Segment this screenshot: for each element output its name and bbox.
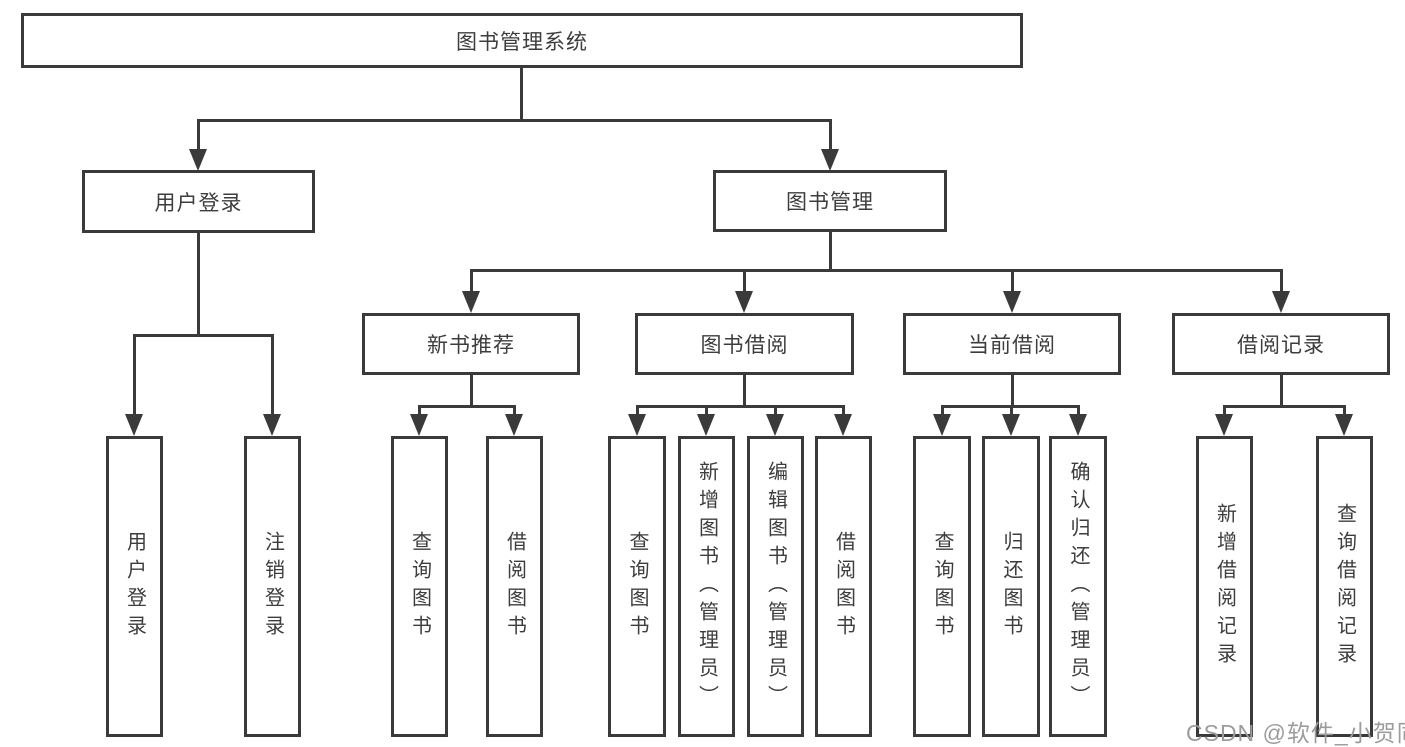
connector-line — [133, 334, 274, 337]
arrow-down-icon — [1003, 291, 1021, 313]
node-book-management: 图书管理 — [713, 170, 947, 232]
node-label: 编辑图书（管理员） — [764, 460, 787, 713]
leaf-cb-confirm-return-admin: 确认归还（管理员） — [1049, 436, 1107, 737]
arrow-down-icon — [410, 414, 428, 436]
connector-line — [1280, 375, 1283, 408]
node-book-borrow: 图书借阅 — [635, 313, 854, 375]
arrow-down-icon — [1069, 414, 1087, 436]
arrow-down-icon — [505, 414, 523, 436]
connector-line — [197, 119, 200, 152]
connector-line — [1280, 269, 1283, 295]
watermark: CSDN @软件_小贺同学 — [1186, 720, 1405, 746]
node-label: 新增借阅记录 — [1213, 502, 1236, 671]
node-label: 用户登录 — [154, 191, 243, 215]
leaf-br-add-record: 新增借阅记录 — [1196, 436, 1253, 737]
leaf-user-login: 用户登录 — [106, 436, 163, 737]
arrow-down-icon — [821, 149, 839, 171]
connector-line — [513, 405, 516, 417]
connector-line — [1077, 405, 1080, 417]
node-new-book-recommend: 新书推荐 — [362, 313, 580, 375]
leaf-br-query-record: 查询借阅记录 — [1316, 436, 1373, 737]
arrow-down-icon — [834, 414, 852, 436]
node-label: 查询图书 — [626, 530, 648, 643]
node-borrow-records: 借阅记录 — [1172, 313, 1390, 375]
connector-line — [133, 334, 136, 418]
arrow-down-icon — [1272, 291, 1290, 313]
arrow-down-icon — [628, 414, 646, 436]
leaf-bb-query-books: 查询图书 — [608, 436, 666, 737]
leaf-nbr-query-books: 查询图书 — [391, 436, 448, 737]
connector-line — [1011, 269, 1014, 295]
node-label: 查询图书 — [408, 530, 431, 643]
connector-line — [829, 232, 832, 272]
connector-line — [1010, 405, 1013, 417]
node-label: 确认归还（管理员） — [1067, 460, 1089, 713]
connector-line — [636, 405, 845, 408]
node-label: 图书管理 — [786, 191, 874, 214]
leaf-bb-edit-books-admin: 编辑图书（管理员） — [747, 436, 804, 737]
arrow-down-icon — [1335, 414, 1353, 436]
arrow-down-icon — [189, 149, 207, 171]
node-label: 借阅图书 — [832, 530, 855, 643]
arrow-down-icon — [735, 291, 753, 313]
node-current-borrow: 当前借阅 — [903, 313, 1121, 375]
arrow-down-icon — [1215, 414, 1233, 436]
node-label: 新书推荐 — [427, 334, 515, 357]
connector-line — [520, 66, 523, 120]
node-label: 借阅图书 — [503, 530, 526, 643]
connector-line — [1223, 405, 1346, 408]
connector-line — [197, 233, 200, 337]
arrow-down-icon — [766, 414, 784, 436]
connector-line — [636, 405, 639, 417]
node-label: 查询借阅记录 — [1333, 502, 1356, 671]
connector-line — [418, 405, 421, 417]
connector-line — [197, 119, 832, 122]
connector-line — [1011, 375, 1014, 408]
node-user-login: 用户登录 — [82, 170, 315, 233]
connector-line — [774, 405, 777, 417]
leaf-nbr-borrow-books: 借阅图书 — [486, 436, 543, 737]
node-label: 图书管理系统 — [456, 30, 588, 54]
node-label: 借阅记录 — [1237, 334, 1325, 357]
node-label: 用户登录 — [123, 530, 146, 643]
node-label: 注销登录 — [261, 530, 284, 643]
arrow-down-icon — [933, 414, 951, 436]
connector-line — [1223, 405, 1226, 417]
arrow-down-icon — [1002, 414, 1020, 436]
connector-line — [271, 334, 274, 418]
connector-line — [743, 375, 746, 408]
leaf-cb-query-books: 查询图书 — [913, 436, 971, 737]
leaf-bb-borrow-books: 借阅图书 — [815, 436, 872, 737]
arrow-down-icon — [462, 291, 480, 313]
arrow-down-icon — [697, 414, 715, 436]
node-label: 归还图书 — [1000, 530, 1022, 643]
connector-line — [705, 405, 708, 417]
connector-line — [941, 405, 944, 417]
connector-line — [842, 405, 845, 417]
node-root: 图书管理系统 — [21, 13, 1023, 68]
connector-line — [1343, 405, 1346, 417]
leaf-bb-add-books-admin: 新增图书（管理员） — [678, 436, 735, 737]
node-label: 当前借阅 — [968, 334, 1056, 357]
node-label: 新增图书（管理员） — [695, 460, 718, 713]
connector-line — [829, 119, 832, 152]
connector-line — [470, 375, 473, 408]
connector-line — [470, 269, 1283, 272]
arrow-down-icon — [125, 414, 143, 436]
arrow-down-icon — [263, 414, 281, 436]
connector-line — [743, 269, 746, 295]
node-label: 图书借阅 — [700, 334, 789, 357]
leaf-cb-return-books: 归还图书 — [982, 436, 1040, 737]
leaf-logout: 注销登录 — [244, 436, 301, 737]
connector-line — [470, 269, 473, 295]
node-label: 查询图书 — [931, 530, 953, 643]
connector-line — [418, 405, 516, 408]
